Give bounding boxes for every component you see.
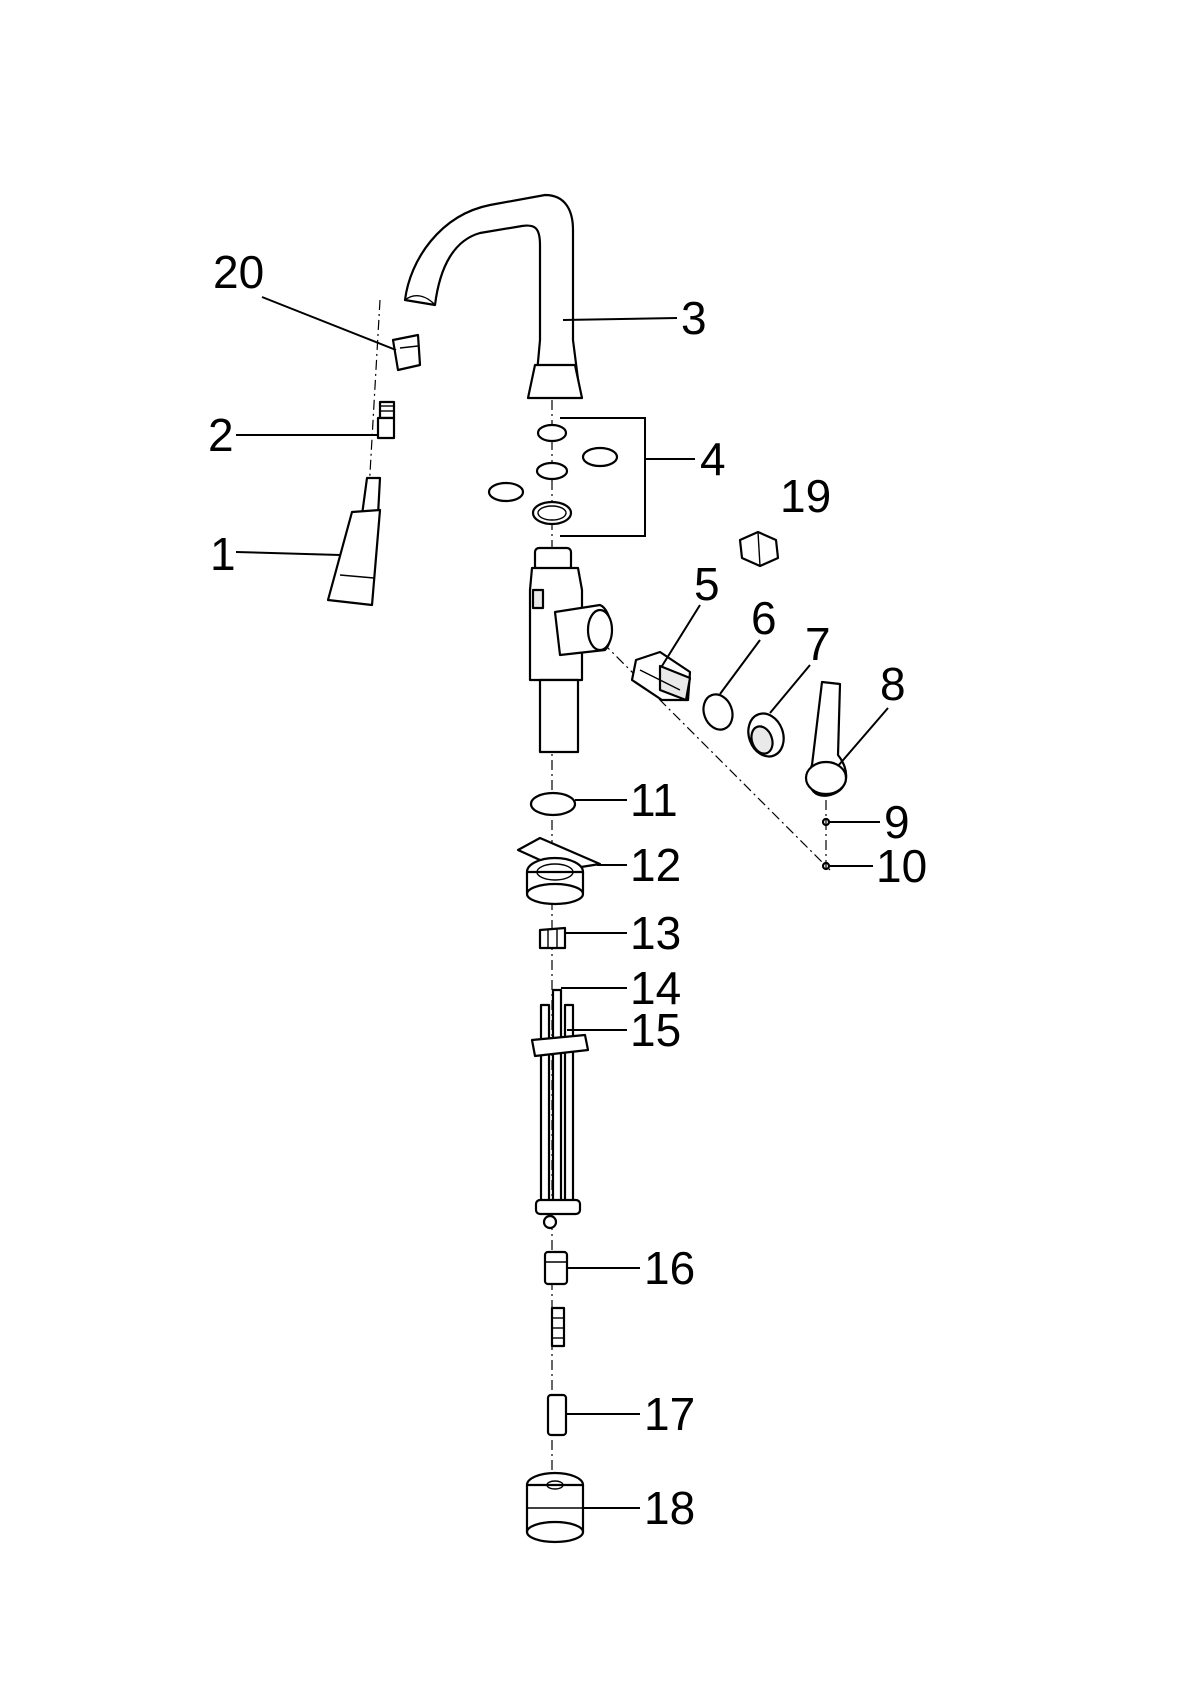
clip-part-13 — [538, 926, 567, 950]
pull-out-spray-part-1 — [326, 476, 382, 607]
cap-ring-part-7 — [747, 712, 785, 758]
label-18: 18 — [644, 1482, 695, 1534]
spring-element — [550, 1306, 566, 1348]
spout-part-3 — [403, 193, 584, 400]
label-10: 10 — [876, 840, 927, 892]
label-14: 14 — [630, 962, 681, 1014]
label-15: 15 — [630, 1004, 681, 1056]
label-19: 19 — [780, 470, 831, 522]
part-labels: 20 2 1 3 4 19 5 6 7 8 9 10 11 12 13 14 1… — [208, 246, 927, 1534]
connector-part-16 — [543, 1250, 569, 1286]
label-13: 13 — [630, 907, 681, 959]
label-12: 12 — [630, 839, 681, 891]
leader-lines — [235, 296, 889, 1509]
hose-end-part-2 — [376, 400, 396, 440]
label-9: 9 — [884, 796, 910, 848]
label-2: 2 — [208, 409, 234, 461]
label-4: 4 — [700, 433, 726, 485]
faucet-body — [528, 546, 614, 754]
weight-part-18 — [525, 1471, 585, 1544]
label-5: 5 — [694, 558, 720, 610]
label-1: 1 — [210, 528, 236, 580]
label-11: 11 — [630, 774, 678, 826]
base-flange-part-12 — [516, 836, 602, 906]
label-6: 6 — [751, 592, 777, 644]
label-17: 17 — [644, 1388, 695, 1440]
label-7: 7 — [805, 618, 831, 670]
label-3: 3 — [681, 292, 707, 344]
label-20: 20 — [213, 246, 264, 298]
supply-hoses-part-14-15 — [530, 988, 590, 1230]
label-8: 8 — [880, 658, 906, 710]
nut-part-19 — [738, 530, 780, 568]
axis-lines — [364, 299, 831, 1470]
screws-part-9-10 — [821, 800, 831, 871]
lever-handle-part-8 — [804, 680, 848, 797]
o-ring-part-6 — [702, 693, 734, 731]
cartridge-part-5 — [630, 650, 692, 702]
o-ring-part-11 — [529, 791, 577, 817]
label-16: 16 — [644, 1242, 695, 1294]
connector-part-20 — [391, 333, 422, 372]
o-ring-set-part-4 — [487, 417, 695, 537]
sleeve-part-17 — [546, 1393, 568, 1437]
